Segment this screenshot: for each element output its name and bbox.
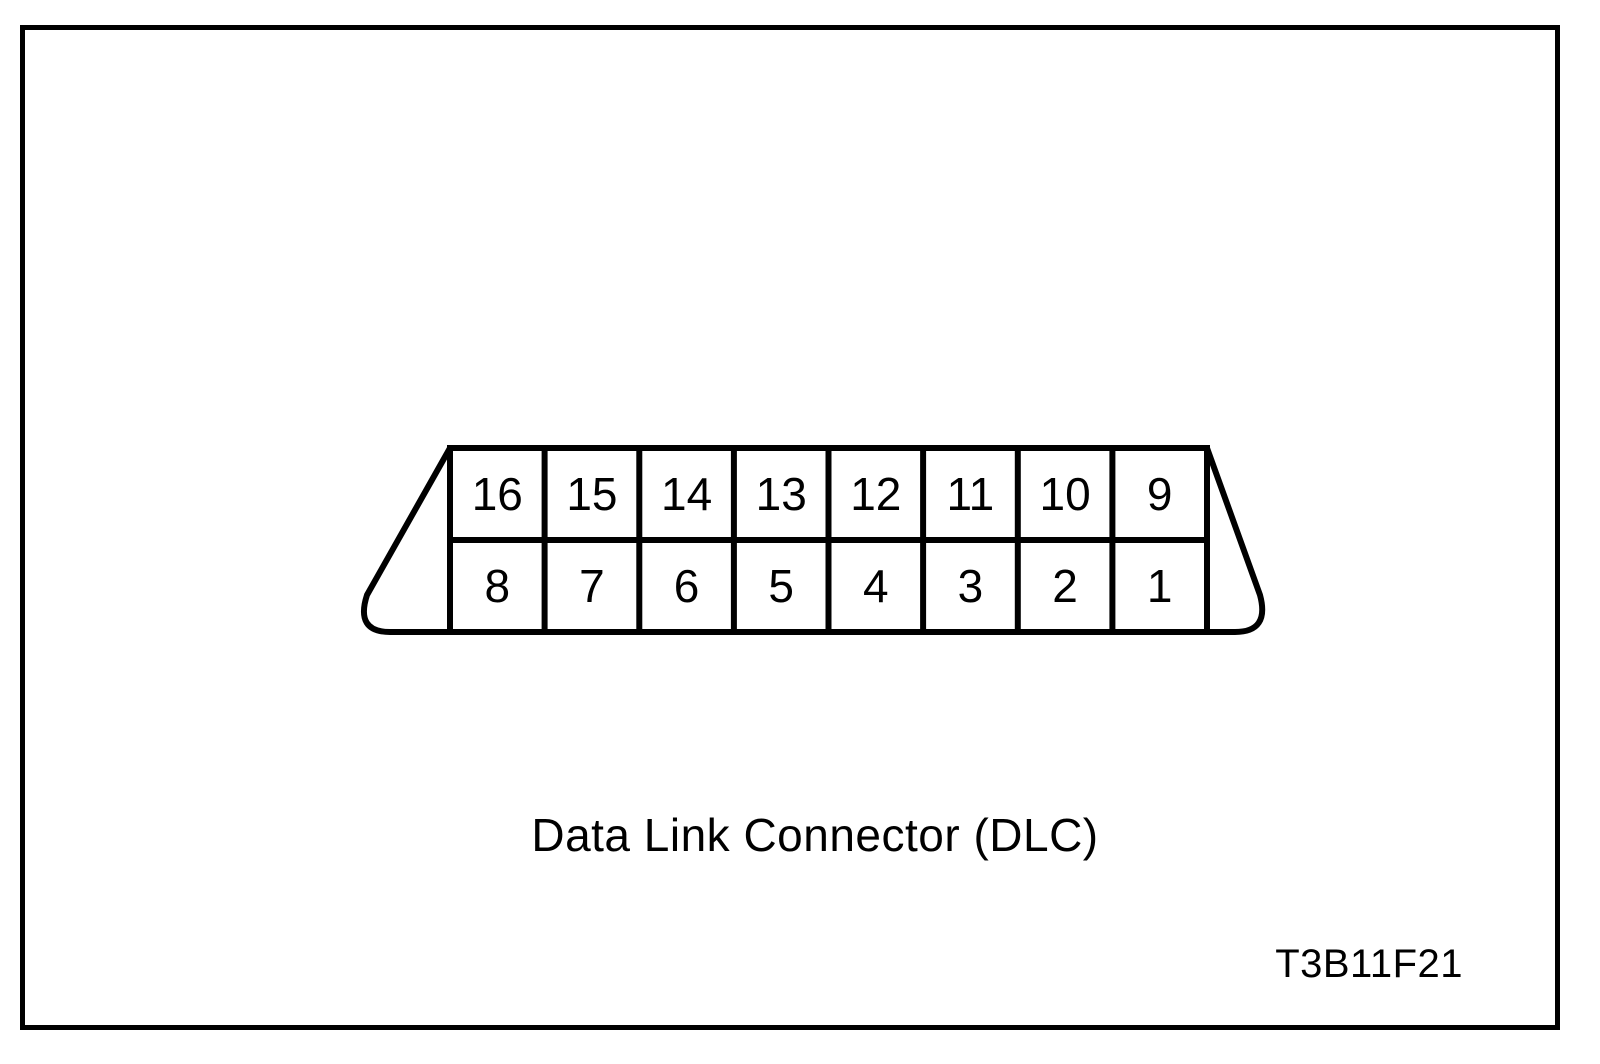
pin-label-9: 9	[1147, 468, 1173, 520]
connector-caption: Data Link Connector (DLC)	[531, 809, 1099, 861]
pin-label-13: 13	[756, 468, 807, 520]
pin-label-8: 8	[485, 560, 511, 612]
pin-label-4: 4	[863, 560, 889, 612]
pin-label-1: 1	[1147, 560, 1173, 612]
pin-label-15: 15	[566, 468, 617, 520]
pin-label-10: 10	[1040, 468, 1091, 520]
figure-border-frame: 16 15 14 13 12 11 10 9 8 7 6 5 4 3 2 1 D…	[20, 25, 1560, 1030]
pin-label-5: 5	[768, 560, 794, 612]
pin-label-2: 2	[1052, 560, 1078, 612]
pin-label-11: 11	[947, 468, 995, 520]
pin-label-3: 3	[958, 560, 984, 612]
pin-label-6: 6	[674, 560, 700, 612]
data-link-connector-diagram: 16 15 14 13 12 11 10 9 8 7 6 5 4 3 2 1	[355, 430, 1285, 645]
pin-label-7: 7	[579, 560, 605, 612]
pin-label-14: 14	[661, 468, 712, 520]
pin-label-16: 16	[472, 468, 523, 520]
figure-reference-code: T3B11F21	[1275, 942, 1463, 986]
pin-label-12: 12	[850, 468, 901, 520]
